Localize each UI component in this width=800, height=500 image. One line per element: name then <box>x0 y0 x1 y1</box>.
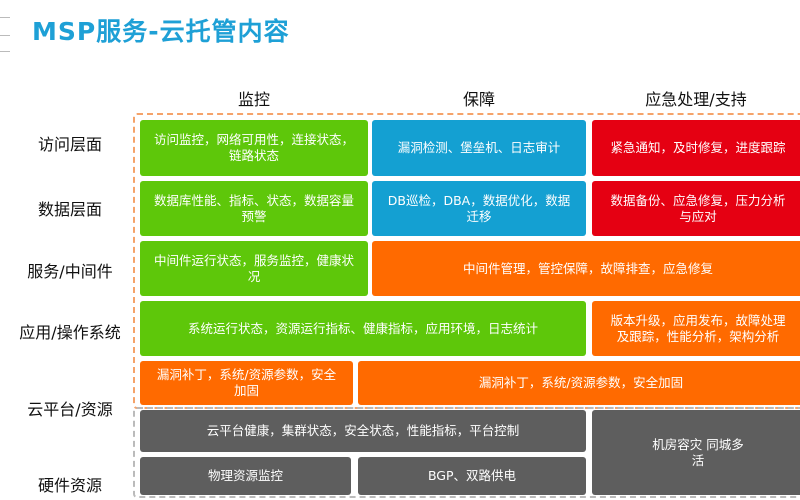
row-label-cloud: 云平台/资源 <box>27 400 113 419</box>
column-header-monitor: 监控 <box>237 90 270 109</box>
page-title: MSP服务-云托管内容 <box>32 17 290 46</box>
decor-line <box>0 17 10 18</box>
cell-access-emergency: 紧急通知，及时修复，进度跟踪 <box>592 120 800 176</box>
cell-data-assurance: DB巡检，DBA，数据优化，数据迁移 <box>372 181 586 236</box>
column-header-assurance: 保障 <box>462 90 495 109</box>
cell-cloud-patch-right: 漏洞补丁，系统/资源参数，安全加固 <box>358 361 800 405</box>
cell-middleware-monitor: 中间件运行状态，服务监控，健康状况 <box>140 241 368 296</box>
cell-access-assurance: 漏洞检测、堡垒机、日志审计 <box>372 120 586 176</box>
row-label-access: 访问层面 <box>37 135 102 154</box>
cell-physical-monitor: 物理资源监控 <box>140 457 351 495</box>
row-label-app-os: 应用/操作系统 <box>19 323 121 342</box>
gray-dashed-group <box>133 407 800 498</box>
cell-data-monitor: 数据库性能、指标、状态，数据容量预警 <box>140 181 368 236</box>
cell-access-monitor: 访问监控，网络可用性，连接状态，链路状态 <box>140 120 368 176</box>
cell-bgp-power: BGP、双路供电 <box>358 457 586 495</box>
decor-line <box>0 35 10 36</box>
cell-app-emergency: 版本升级，应用发布，故障处理及跟踪，性能分析，架构分析 <box>592 301 800 356</box>
row-label-hardware: 硬件资源 <box>37 476 102 495</box>
cell-cloud-patch-left: 漏洞补丁，系统/资源参数，安全加固 <box>140 361 353 405</box>
decor-line <box>0 51 10 52</box>
column-header-emergency: 应急处理/支持 <box>645 90 747 109</box>
cell-app-monitor: 系统运行状态，资源运行指标、健康指标，应用环境，日志统计 <box>140 301 586 356</box>
cell-disaster-recovery: 机房容灾 同城多活 <box>592 410 800 495</box>
row-label-middleware: 服务/中间件 <box>27 262 113 281</box>
cell-cloud-health: 云平台健康，集群状态，安全状态，性能指标，平台控制 <box>140 410 586 452</box>
cell-data-emergency: 数据备份、应急修复，压力分析与应对 <box>592 181 800 236</box>
row-label-data: 数据层面 <box>37 200 102 219</box>
cell-middleware-support: 中间件管理，管控保障，故障排查，应急修复 <box>372 241 800 296</box>
